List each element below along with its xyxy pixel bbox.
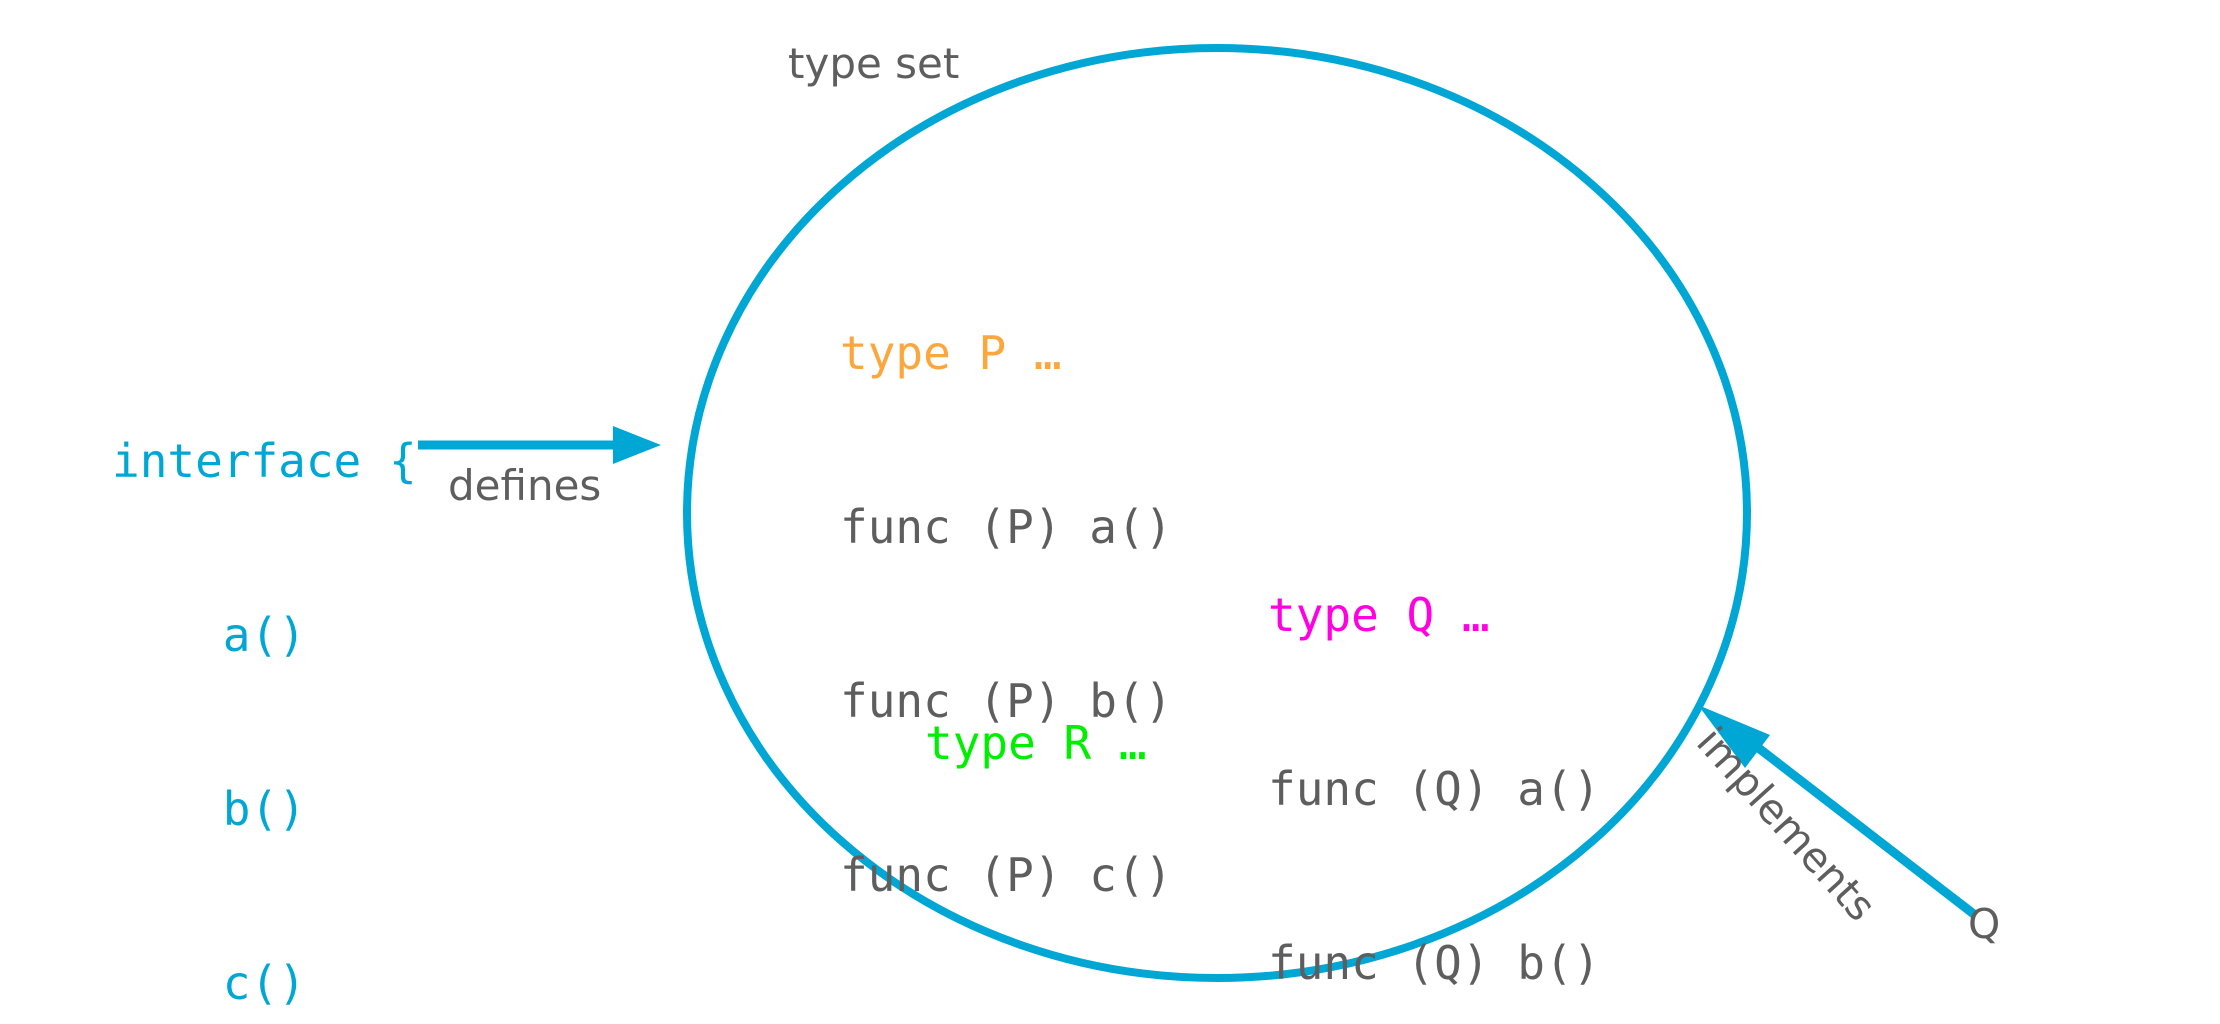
type-r-block: type R … — [925, 598, 1147, 888]
type-p-block: type P … func (P) a() func (P) b() func … — [840, 208, 1172, 1024]
type-p-header: type P … — [840, 326, 1062, 380]
type-p-method-b: func (P) b() — [840, 674, 1173, 728]
defines-edge-label: defines — [448, 461, 602, 510]
interface-line-open: interface { — [112, 434, 417, 488]
defines-arrow-icon — [418, 426, 661, 464]
type-p-method-a: func (P) a() — [840, 500, 1173, 554]
implements-target-label: Q — [1968, 900, 2001, 948]
implements-arrow-icon — [1698, 705, 1978, 919]
type-set-label: type set — [788, 39, 960, 88]
type-q-header: type Q … — [1268, 588, 1490, 642]
interface-declaration-block: interface { a() b() c() } — [112, 316, 417, 1024]
type-q-method-b: func (Q) b() — [1268, 936, 1601, 990]
interface-line-method-a: a() — [112, 608, 306, 662]
type-q-method-a: func (Q) a() — [1268, 762, 1601, 816]
type-p-method-c: func (P) c() — [840, 848, 1173, 902]
type-set-ellipse — [683, 44, 1751, 982]
interface-line-method-c: c() — [112, 956, 306, 1010]
type-r-header: type R … — [925, 716, 1147, 770]
type-q-block: type Q … func (Q) a() func (Q) b() func … — [1268, 470, 1600, 1024]
interface-line-method-b: b() — [112, 782, 306, 836]
type-p-method-d: func (P) d() — [840, 1020, 1172, 1024]
